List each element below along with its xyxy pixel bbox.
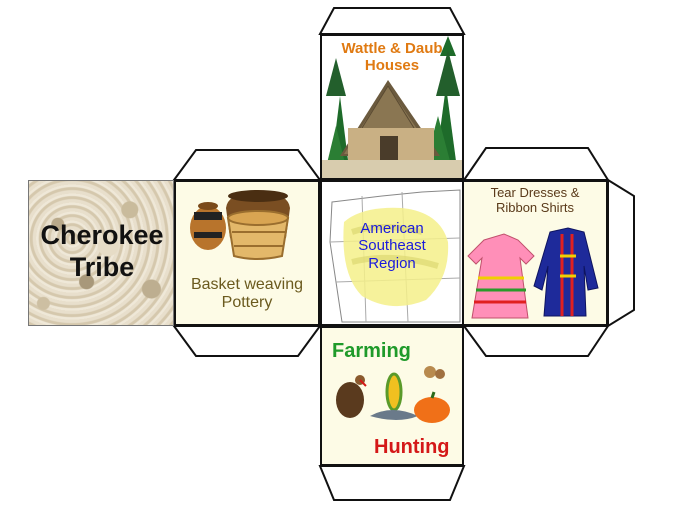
region-label-line-1: American [360,220,424,237]
houses-label-line-2: Houses [364,57,420,75]
food-face: Farming Hunting [320,326,464,466]
region-label: American Southeast Region [322,220,462,272]
crafts-label-line-2: Pottery [221,294,273,312]
farming-hunting-illustration [336,366,450,423]
crafts-label: Basket weaving Pottery [176,276,318,313]
top-tab [318,7,466,35]
right-face-top-tab [462,147,610,181]
houses-label-line-1: Wattle & Daub [341,40,443,57]
clothing-label-line-2: Ribbon Shirts [495,199,575,215]
title-line-1: Cherokee [40,220,164,250]
clothing-label: Tear Dresses & Ribbon Shirts [464,185,606,216]
right-end-tab [607,178,635,328]
southeast-map [329,189,461,323]
left-face-tab [172,149,322,181]
title-face: Cherokee Tribe [28,180,174,326]
houses-label: Wattle & Daub Houses [322,40,462,75]
clothing-label-line-1: Tear Dresses & [490,185,580,200]
region-label-line-3: Region [368,254,416,272]
hunting-label: Hunting [374,436,450,458]
bottom-tab [318,465,466,501]
title-line-2: Tribe [69,252,135,283]
crafts-face: Basket weaving Pottery [174,180,320,326]
region-face: American Southeast Region [320,180,464,326]
basket-pottery-illustration [190,190,290,260]
crafts-label-line-1: Basket weaving [190,276,304,293]
region-label-line-2: Southeast [358,237,426,255]
right-face-bottom-tab [462,325,610,357]
farming-label: Farming [332,340,411,362]
houses-face: Wattle & Daub Houses [320,34,464,180]
tribe-title: Cherokee Tribe [29,219,173,284]
dress-and-shirt-illustration [467,227,599,319]
left-face-bottom-tab [172,325,322,357]
clothing-face: Tear Dresses & Ribbon Shirts [462,180,608,326]
wattle-daub-house-illustration [322,36,462,178]
